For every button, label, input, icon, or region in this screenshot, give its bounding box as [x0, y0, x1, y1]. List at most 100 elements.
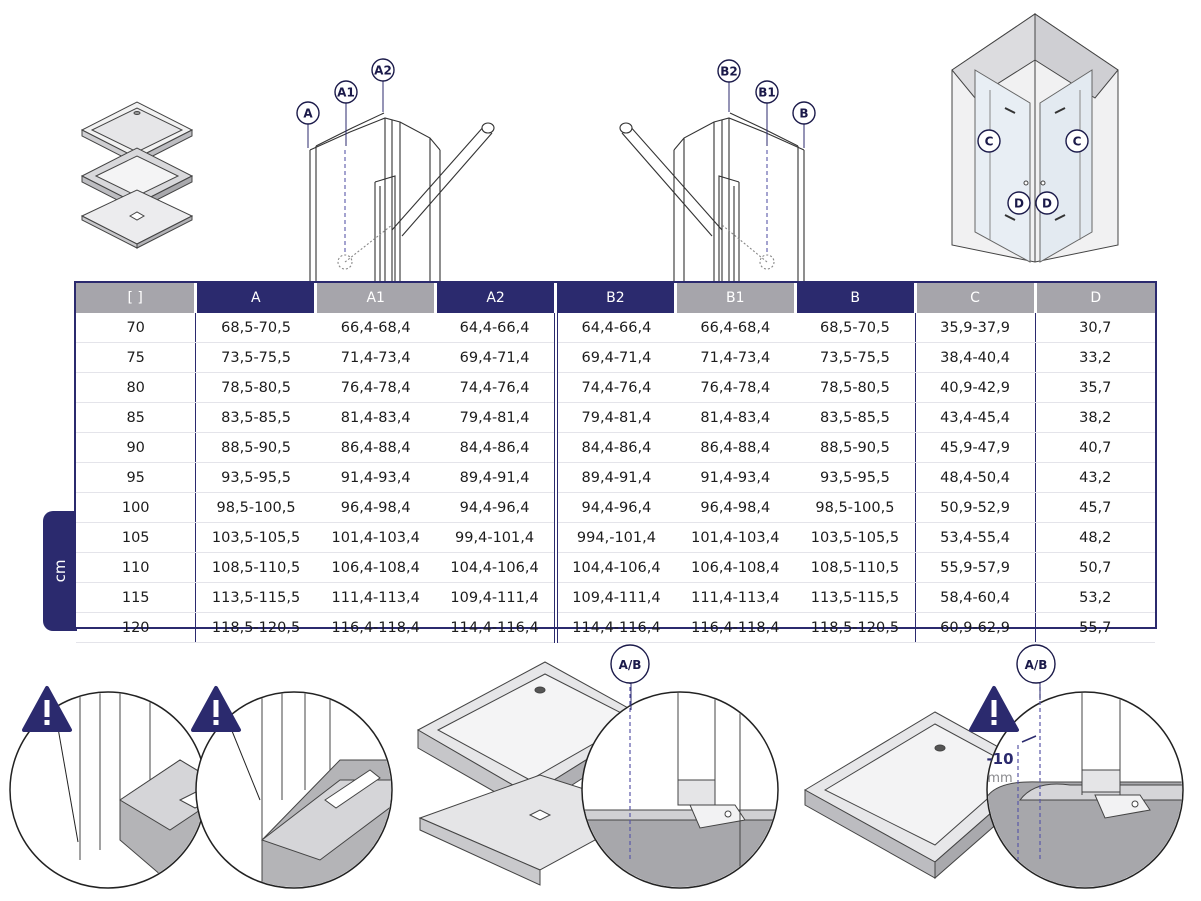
table-cell: 106,4-108,4 — [675, 552, 796, 583]
table-cell: 105 — [76, 522, 197, 553]
shower-tray-exploded-icon — [80, 101, 194, 249]
unit-tab: cm — [43, 511, 77, 631]
column-header-b1: B1 — [673, 283, 796, 313]
warning-icon — [969, 686, 1019, 732]
svg-text:A2: A2 — [374, 64, 392, 78]
table-cell: 88,5-90,5 — [195, 432, 316, 463]
table-cell: 108,5-110,5 — [795, 552, 916, 583]
column-header-a1: A1 — [314, 283, 436, 313]
table-cell: 109,4-111,4 — [435, 582, 558, 613]
table-cell: 96,4-98,4 — [315, 492, 436, 523]
column-header-a2: A2 — [434, 283, 556, 313]
callout-A1: A1 — [334, 80, 358, 104]
column-header-c: C — [913, 283, 1035, 313]
table-cell: 116,4-118,4 — [675, 612, 796, 643]
table-cell: 40,7 — [1035, 432, 1155, 463]
callout-B: B — [792, 101, 816, 125]
table-cell: 50,9-52,9 — [915, 492, 1036, 523]
table-cell: 111,4-113,4 — [675, 582, 796, 613]
table-cell: 40,9-42,9 — [915, 372, 1036, 403]
profile-detail-a-icon — [309, 112, 495, 281]
table-cell: 38,2 — [1035, 402, 1155, 433]
table-cell: 74,4-76,4 — [555, 372, 676, 403]
table-cell: 71,4-73,4 — [315, 342, 436, 373]
callout-lines — [307, 80, 1041, 710]
table-cell: 90 — [76, 432, 197, 463]
magnifier-detail-4-icon — [986, 680, 1184, 889]
table-cell: 79,4-81,4 — [555, 402, 676, 433]
svg-text:A/B: A/B — [619, 658, 642, 672]
table-cell: 76,4-78,4 — [315, 372, 436, 403]
table-cell: 104,4-106,4 — [435, 552, 558, 583]
callout-A2: A2 — [371, 58, 395, 82]
table-cell: 111,4-113,4 — [315, 582, 436, 613]
svg-text:B: B — [799, 107, 808, 121]
table-cell: 58,4-60,4 — [915, 582, 1036, 613]
svg-text:C: C — [985, 135, 994, 149]
table-cell: 94,4-96,4 — [435, 492, 558, 523]
table-cell: 118,5-120,5 — [795, 612, 916, 643]
table-cell: 43,4-45,4 — [915, 402, 1036, 433]
callout-D-left: D — [1007, 191, 1031, 215]
table-cell: 45,9-47,9 — [915, 432, 1036, 463]
table-cell: 113,5-115,5 — [795, 582, 916, 613]
table-cell: 35,9-37,9 — [915, 313, 1036, 343]
svg-text:B1: B1 — [758, 86, 776, 100]
table-cell: 55,9-57,9 — [915, 552, 1036, 583]
table-cell: 80 — [76, 372, 197, 403]
table-cell: 70 — [76, 313, 197, 343]
table-cell: 68,5-70,5 — [195, 313, 316, 343]
table-cell: 88,5-90,5 — [795, 432, 916, 463]
table-cell: 93,5-95,5 — [795, 462, 916, 493]
svg-text:C: C — [1073, 135, 1082, 149]
table-cell: 71,4-73,4 — [675, 342, 796, 373]
table-cell: 98,5-100,5 — [195, 492, 316, 523]
column-header-a: A — [194, 283, 316, 313]
table-cell: 103,5-105,5 — [795, 522, 916, 553]
table-cell: 78,5-80,5 — [795, 372, 916, 403]
table-cell: 118,5-120,5 — [195, 612, 316, 643]
svg-text:D: D — [1014, 197, 1024, 211]
table-cell: 115 — [76, 582, 197, 613]
table-cell: 114,4-116,4 — [555, 612, 676, 643]
table-cell: 116,4-118,4 — [315, 612, 436, 643]
table-cell: 78,5-80,5 — [195, 372, 316, 403]
svg-text:A1: A1 — [337, 86, 355, 100]
table-cell: 89,4-91,4 — [555, 462, 676, 493]
table-cell: 66,4-68,4 — [315, 313, 436, 343]
unit-label: cm — [51, 559, 69, 583]
table-cell: 103,5-105,5 — [195, 522, 316, 553]
table-cell: 53,4-55,4 — [915, 522, 1036, 553]
table-cell: 113,5-115,5 — [195, 582, 316, 613]
table-cell: 64,4-66,4 — [435, 313, 558, 343]
table-cell: 110 — [76, 552, 197, 583]
table-cell: 35,7 — [1035, 372, 1155, 403]
callout-AB-2: A/B — [1016, 644, 1056, 684]
table-cell: 64,4-66,4 — [555, 313, 676, 343]
table-cell: 93,5-95,5 — [195, 462, 316, 493]
table-cell: 83,5-85,5 — [795, 402, 916, 433]
table-cell: 120 — [76, 612, 197, 643]
column-header-d: D — [1033, 283, 1155, 313]
table-cell: 68,5-70,5 — [795, 313, 916, 343]
table-cell: 101,4-103,4 — [675, 522, 796, 553]
shower-enclosure-icon — [951, 13, 1119, 263]
table-cell: 84,4-86,4 — [435, 432, 558, 463]
callout-A: A — [296, 101, 320, 125]
callout-B1: B1 — [755, 80, 779, 104]
magnifier-detail-2-icon — [195, 691, 393, 889]
table-cell: 76,4-78,4 — [675, 372, 796, 403]
callout-B2: B2 — [717, 59, 741, 83]
table-cell: 74,4-76,4 — [435, 372, 558, 403]
table-cell: 73,5-75,5 — [195, 342, 316, 373]
